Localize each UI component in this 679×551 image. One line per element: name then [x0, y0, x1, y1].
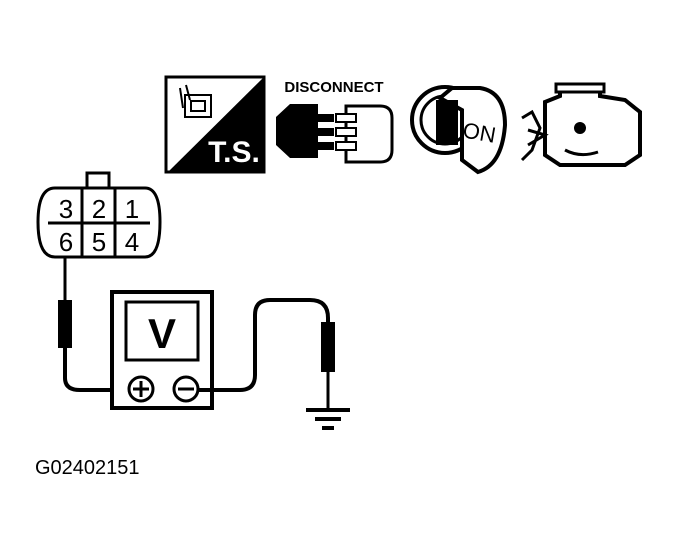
- ignition-key-icon: ON: [410, 85, 508, 175]
- negative-terminal-icon: [172, 375, 200, 403]
- six-pin-connector: 3 2 1 6 5 4: [36, 171, 162, 259]
- positive-probe-lead: [58, 257, 140, 392]
- test-switch-label: T.S.: [208, 136, 260, 169]
- pin-1: 1: [125, 194, 139, 224]
- positive-terminal-icon: [127, 375, 155, 403]
- negative-probe-lead: [198, 298, 335, 410]
- pin-2: 2: [92, 194, 106, 224]
- pin-5: 5: [92, 227, 106, 257]
- voltmeter: V: [110, 290, 214, 410]
- figure-id: G02402151: [35, 457, 140, 479]
- voltmeter-mode-label: V: [148, 310, 176, 357]
- pin-3: 3: [59, 194, 73, 224]
- disconnect-icon: DISCONNECT: [276, 79, 394, 164]
- test-switch-icon: T.S.: [164, 75, 266, 174]
- pin-6: 6: [59, 227, 73, 257]
- connector-half-right-icon: [344, 104, 394, 164]
- ignition-on-label: ON: [461, 117, 498, 147]
- ground-icon: [306, 408, 350, 430]
- pin-4: 4: [125, 227, 139, 257]
- switch-body-icon: [179, 84, 212, 118]
- disconnect-label: DISCONNECT: [284, 79, 383, 96]
- engine-icon: [520, 82, 642, 167]
- connector-half-left-icon: [276, 104, 318, 158]
